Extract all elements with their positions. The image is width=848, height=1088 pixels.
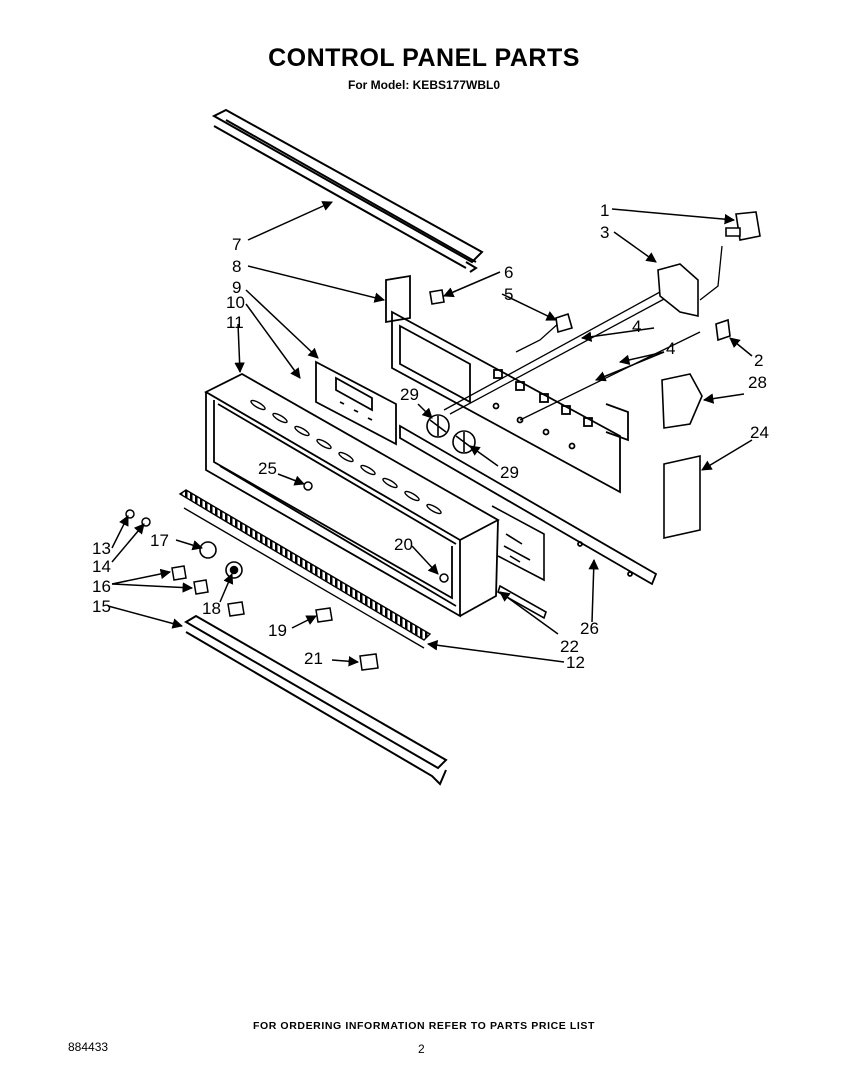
rear-support-bracket [399,424,658,586]
callout-21: 21 [304,649,323,668]
callout-1: 1 [600,201,609,220]
callout-17: 17 [150,531,169,550]
bottom-trim-strip [184,614,448,786]
harness-wires [443,245,723,421]
callout-26: 26 [580,619,599,638]
callout-15: 15 [92,597,111,616]
page-title: CONTROL PANEL PARTS [268,44,580,72]
callout-2: 2 [754,351,763,370]
callout-13: 13 [92,539,111,558]
control-mounting-plate [385,274,629,494]
callout-8: 8 [232,257,241,276]
callout-20: 20 [394,535,413,554]
callout-12: 12 [566,653,585,672]
switches-and-connectors [429,211,761,539]
callout-10: 10 [226,293,245,312]
electronic-control-module [315,360,397,446]
callout-29b: 29 [500,463,519,482]
callout-18: 18 [202,599,221,618]
small-hardware [125,481,449,671]
callout-29a: 29 [400,385,419,404]
document-number: 884433 [68,1040,109,1054]
control-console-housing [204,372,500,618]
ordering-info-note: FOR ORDERING INFORMATION REFER TO PARTS … [252,1020,596,1032]
console-slots [250,399,442,515]
callout-25: 25 [258,459,277,478]
callout-28: 28 [748,373,767,392]
callout-6: 6 [504,263,513,282]
callout-14: 14 [92,557,111,576]
glass-panel [491,505,545,582]
callout-9: 9 [232,278,241,297]
callout-leaders [107,201,753,667]
callout-19: 19 [268,621,287,640]
vent-grille [178,489,432,649]
callout-16: 16 [92,577,111,596]
model-subtitle: For Model: KEBS177WBL0 [347,78,500,92]
callout-7: 7 [232,235,241,254]
page-number: 2 [418,1042,425,1056]
callout-24: 24 [750,423,769,442]
lower-rail [497,584,547,620]
callout-4b: 4 [666,339,675,358]
callout-22: 22 [560,637,579,656]
callout-5: 5 [504,285,513,304]
callout-11: 11 [226,313,244,332]
callout-4a: 4 [632,317,641,336]
callout-3: 3 [600,223,609,242]
top-trim-strip [211,108,484,273]
callout-labels: 1 2 3 4 4 4 5 6 7 8 9 10 11 12 13 14 15 … [92,201,769,672]
control-knobs [199,414,476,579]
